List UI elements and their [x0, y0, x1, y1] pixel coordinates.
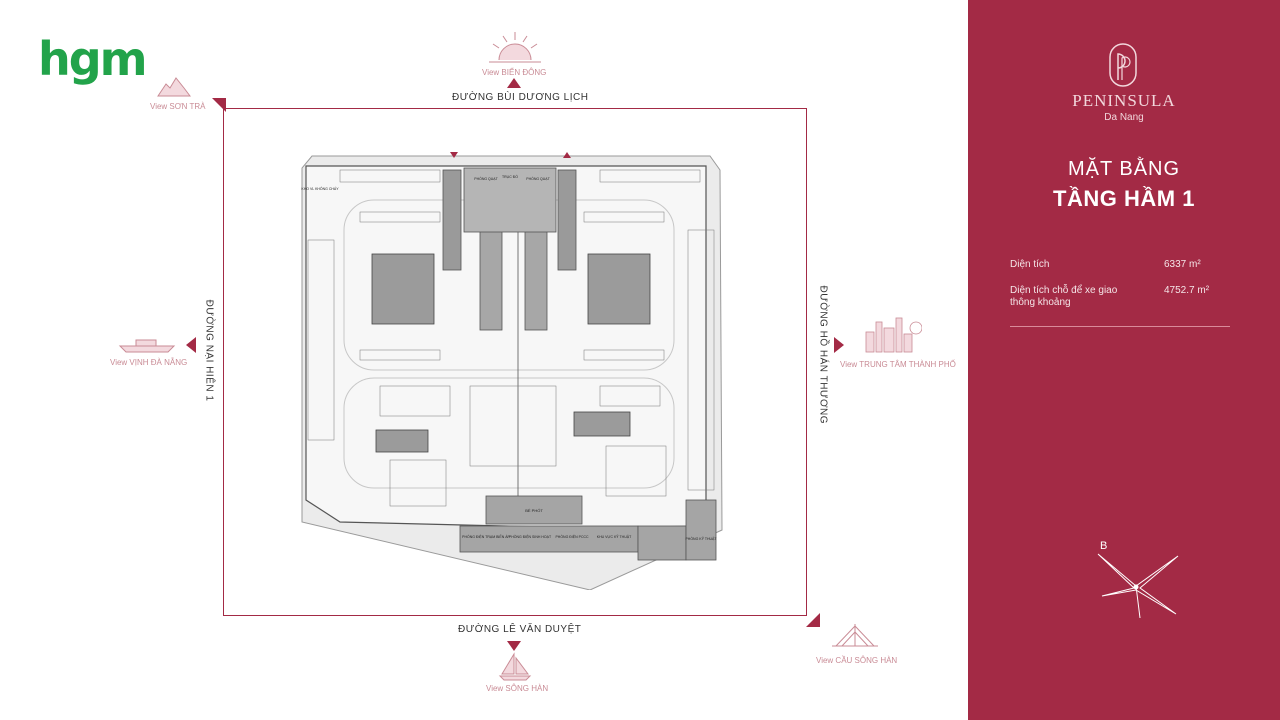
city-skyline-icon [865, 317, 922, 353]
sunrise-icon [489, 32, 541, 63]
arrow-down-icon [507, 641, 521, 651]
label-truc-do: TRỤC ĐỔ [502, 174, 518, 179]
title-line2: TẦNG HẦM 1 [1053, 186, 1195, 211]
spec-parking-value: 4752.7 m² [1164, 285, 1210, 296]
divider [1010, 326, 1230, 327]
plan-frame [223, 108, 807, 616]
mountain-icon [157, 77, 191, 97]
arrow-left-icon [186, 337, 196, 353]
arrow-up-icon [507, 78, 521, 88]
view-cau-song-han: View CẦU SÔNG HÀN [816, 656, 898, 665]
street-top: ĐƯỜNG BÙI DƯƠNG LỊCH [452, 92, 589, 103]
sailboat-icon [498, 652, 532, 681]
basement-floor-plan: BỂ PHỐT PHÒNG QUẠT TRỤC ĐỔ PHÒNG QUẠT KH… [301, 152, 723, 590]
brand-sub: Da Nang [1104, 112, 1144, 123]
bridge-icon [832, 624, 878, 647]
view-son-tra: View SƠN TRÀ [150, 102, 206, 111]
info-panel: PENINSULA Da Nang MẶT BẰNG TẦNG HẦM 1 Di… [968, 0, 1280, 720]
ship-icon [118, 339, 176, 353]
view-vinh-da-nang: View VỊNH ĐÀ NẴNG [110, 358, 188, 367]
label-phong-ky-thuat: PHÒNG KỸ THUẬT [685, 536, 717, 541]
hgm-logo: hgm [38, 32, 148, 86]
title-line1: MẶT BẰNG [1067, 158, 1181, 180]
compass-icon [1097, 553, 1179, 619]
street-right: ĐƯỜNG HỒ HÁN THƯƠNG [817, 285, 829, 425]
label-phong-quat: PHÒNG QUẠT [474, 176, 498, 181]
street-bottom: ĐƯỜNG LÊ VĂN DUYỆT [458, 624, 582, 635]
peninsula-logo-icon [1109, 43, 1137, 87]
compass-north-label: B [1100, 540, 1108, 552]
label-phong-quat-2: PHÒNG QUẠT [526, 176, 550, 181]
label-be-phot: BỂ PHỐT [525, 508, 543, 513]
spec-area-label: Diện tích [1010, 259, 1050, 270]
brand-name: PENINSULA [1072, 91, 1176, 110]
label-tram-bien-ap: PHÒNG ĐIỆN TRẠM BIẾN ÁP [462, 534, 510, 539]
corner-arrow-icon [212, 98, 226, 112]
label-khu-ky-thuat: KHU VỰC KỸ THUẬT [597, 534, 632, 539]
spec-area-value: 6337 m² [1164, 259, 1201, 270]
spec-parking-label: Diện tích chỗ để xe giao thông khoảng [1010, 285, 1118, 308]
street-left: ĐƯỜNG NẠI HIÊN 1 [203, 299, 215, 402]
label-phong-dien-pccc: PHÒNG ĐIỆN PCCC [555, 534, 589, 539]
view-trung-tam: View TRUNG TÂM THÀNH PHỐ [840, 360, 956, 369]
label-phong-dien-sinh-hoat: PHÒNG ĐIỆN SINH HOẠT [509, 534, 552, 539]
corner-arrow-icon [806, 613, 820, 627]
view-bien-dong: View BIỂN ĐÔNG [482, 68, 547, 77]
label-kho-vl: KHO VL KHÔNG CHÁY [301, 186, 339, 191]
view-song-han: View SÔNG HÀN [486, 684, 549, 693]
arrow-right-icon [834, 337, 844, 353]
